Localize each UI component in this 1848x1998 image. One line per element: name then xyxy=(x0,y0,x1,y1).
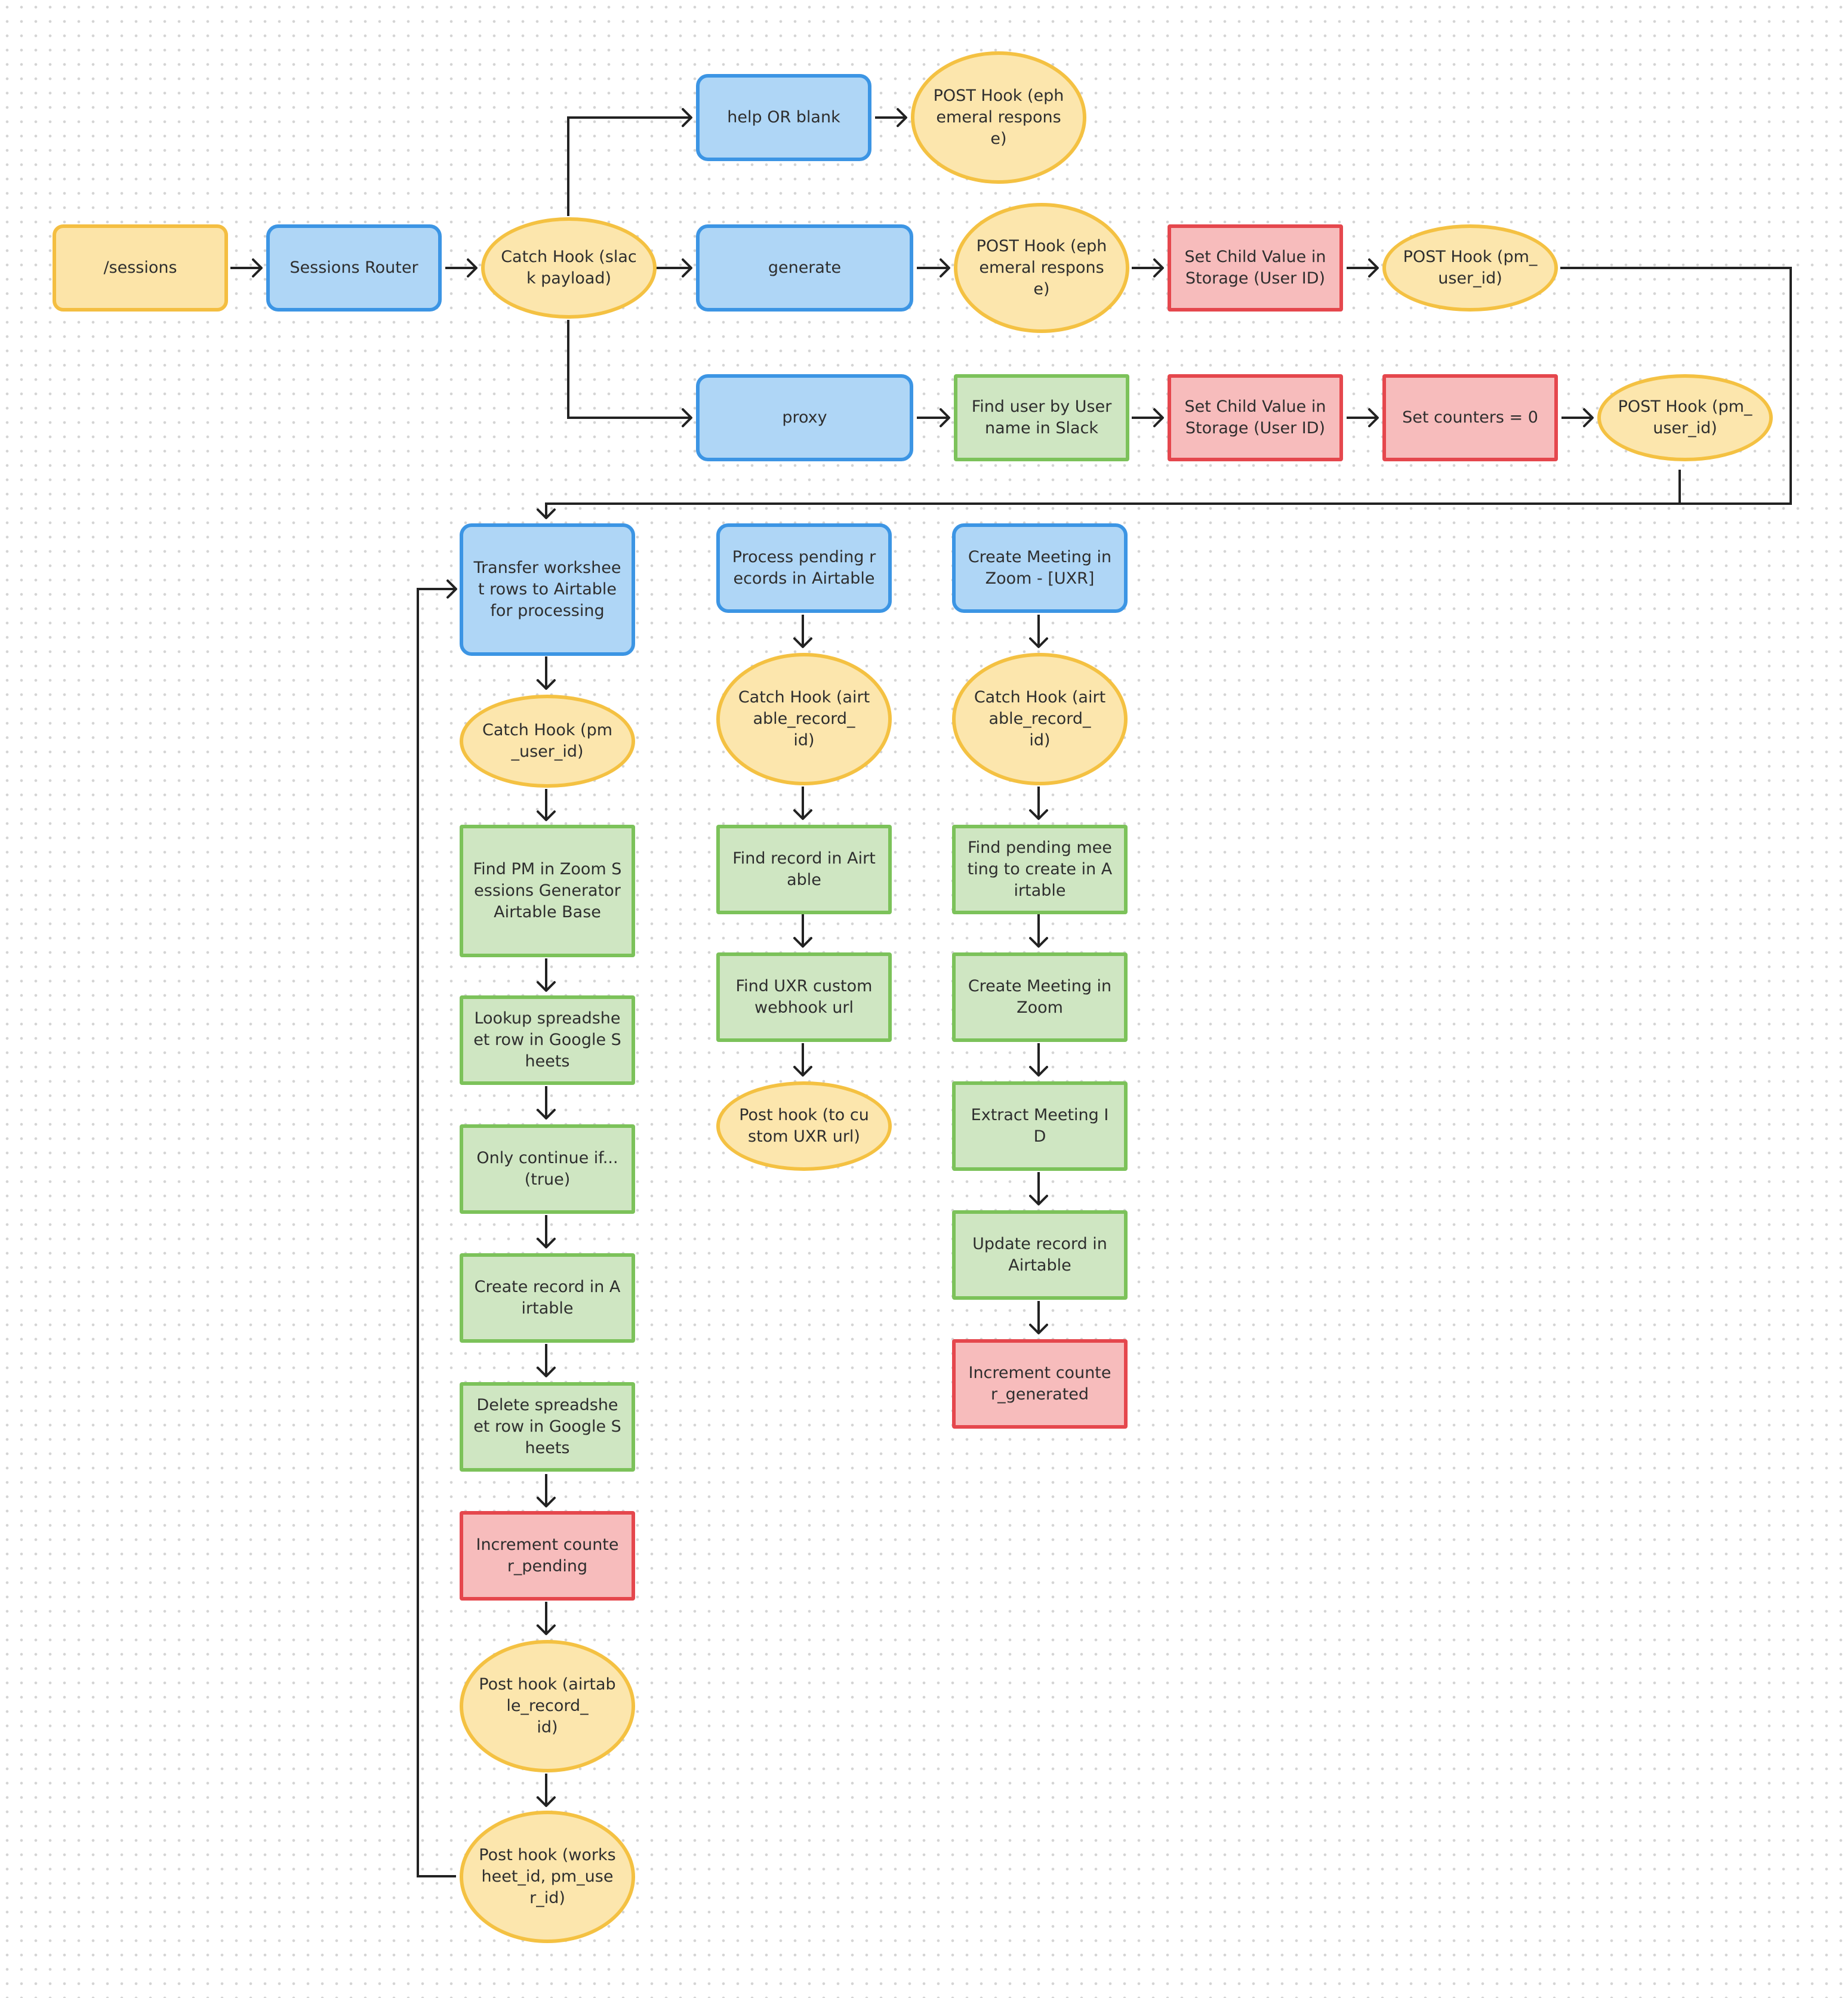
edge-col2-1 xyxy=(793,615,812,648)
edge-generate-branch-to-transfer xyxy=(545,267,1792,518)
node-transfer-rows[interactable]: Transfer worksheet rows to Airtable for … xyxy=(460,523,635,656)
edge-col1-6 xyxy=(537,1344,556,1377)
edge-find-user-to-set-child-2 xyxy=(1132,408,1164,427)
node-find-pm-zoom[interactable]: Find PM in Zoom Sessions Generator Airta… xyxy=(460,825,635,957)
edge-col1-8 xyxy=(537,1602,556,1635)
node-post-hook-ephemeral-1[interactable]: POST Hook (ephemeral response) xyxy=(911,51,1086,184)
edge-col1-2 xyxy=(537,789,556,821)
edge-loop-back-to-transfer xyxy=(417,579,457,1877)
edge-set-child-1-to-post-hook-pm xyxy=(1347,258,1379,278)
node-post-hook-uxr[interactable]: Post hook (to custom UXR url) xyxy=(716,1081,892,1171)
edge-sessions-to-router xyxy=(230,258,263,278)
edge-set-counters-to-post-hook-pm xyxy=(1561,408,1594,427)
node-catch-hook-pm-user[interactable]: Catch Hook (pm_user_id) xyxy=(460,695,635,788)
edge-col3-3 xyxy=(1029,914,1048,948)
node-extract-meeting-id[interactable]: Extract Meeting ID xyxy=(952,1081,1128,1171)
node-catch-hook-airtable-2[interactable]: Catch Hook (airtable_record_ id) xyxy=(952,653,1128,785)
edge-col2-3 xyxy=(793,914,812,948)
node-post-hook-airtable[interactable]: Post hook (airtable_record_ id) xyxy=(460,1640,635,1772)
edge-router-to-catch-hook xyxy=(445,258,478,278)
node-create-record[interactable]: Create record in Airtable xyxy=(460,1253,635,1343)
edge-col1-9 xyxy=(537,1774,556,1807)
node-generate[interactable]: generate xyxy=(696,224,913,312)
node-post-hook-pm-user-1[interactable]: POST Hook (pm_user_id) xyxy=(1382,224,1558,312)
node-post-hook-pm-user-2[interactable]: POST Hook (pm_user_id) xyxy=(1597,374,1773,461)
edge-col3-2 xyxy=(1029,787,1048,820)
node-update-record[interactable]: Update record in Airtable xyxy=(952,1210,1128,1300)
edge-proxy-branch-to-transfer xyxy=(537,470,1681,519)
node-set-child-value-2[interactable]: Set Child Value in Storage (User ID) xyxy=(1168,374,1343,461)
edge-proxy-to-find-user xyxy=(917,408,950,427)
edge-catch-hook-to-proxy xyxy=(567,320,692,427)
edge-col1-1 xyxy=(537,656,556,690)
node-set-child-value-1[interactable]: Set Child Value in Storage (User ID) xyxy=(1168,224,1343,312)
node-delete-row[interactable]: Delete spreadsheet row in Google Sheets xyxy=(460,1382,635,1472)
edge-generate-to-post-hook xyxy=(917,258,950,278)
node-only-continue[interactable]: Only continue if... (true) xyxy=(460,1124,635,1214)
edge-help-to-post-hook xyxy=(875,108,907,127)
node-find-pending-meeting[interactable]: Find pending meeting to create in Airtab… xyxy=(952,825,1128,914)
edge-col1-5 xyxy=(537,1215,556,1248)
node-sessions[interactable]: /sessions xyxy=(53,224,228,312)
edge-col3-1 xyxy=(1029,615,1048,648)
node-find-uxr-url[interactable]: Find UXR custom webhook url xyxy=(716,952,892,1042)
node-post-hook-worksheet[interactable]: Post hook (worksheet_id, pm_user_id) xyxy=(460,1811,635,1943)
node-increment-generated[interactable]: Increment counter_generated xyxy=(952,1339,1128,1429)
edge-col2-4 xyxy=(793,1043,812,1077)
edge-col2-2 xyxy=(793,787,812,820)
node-create-meeting-uxr[interactable]: Create Meeting in Zoom - [UXR] xyxy=(952,523,1128,613)
node-proxy[interactable]: proxy xyxy=(696,374,913,461)
node-catch-hook-slack[interactable]: Catch Hook (slack payload) xyxy=(481,217,657,319)
edge-col3-6 xyxy=(1029,1301,1048,1334)
edge-set-child-2-to-set-counters xyxy=(1347,408,1379,427)
edge-col1-4 xyxy=(537,1086,556,1120)
node-set-counters[interactable]: Set counters = 0 xyxy=(1382,374,1558,461)
edge-col1-7 xyxy=(537,1474,556,1507)
node-find-record[interactable]: Find record in Airtable xyxy=(716,825,892,914)
edge-col3-5 xyxy=(1029,1172,1048,1205)
node-create-meeting-zoom[interactable]: Create Meeting in Zoom xyxy=(952,952,1128,1042)
node-catch-hook-airtable-1[interactable]: Catch Hook (airtable_record_ id) xyxy=(716,653,892,785)
node-help-or-blank[interactable]: help OR blank xyxy=(696,74,871,161)
node-find-user-slack[interactable]: Find user by Username in Slack xyxy=(954,374,1129,461)
node-sessions-router[interactable]: Sessions Router xyxy=(266,224,442,312)
edge-post-hook-to-set-child-1 xyxy=(1132,258,1164,278)
edge-catch-hook-to-generate xyxy=(654,258,692,278)
edge-col1-3 xyxy=(537,958,556,992)
edge-catch-hook-to-help xyxy=(567,108,692,216)
node-lookup-row[interactable]: Lookup spreadsheet row in Google Sheets xyxy=(460,995,635,1085)
node-post-hook-ephemeral-2[interactable]: POST Hook (ephemeral response) xyxy=(954,203,1129,333)
node-increment-pending[interactable]: Increment counter_pending xyxy=(460,1511,635,1601)
edge-col3-4 xyxy=(1029,1043,1048,1077)
node-process-pending[interactable]: Process pending records in Airtable xyxy=(716,523,892,613)
